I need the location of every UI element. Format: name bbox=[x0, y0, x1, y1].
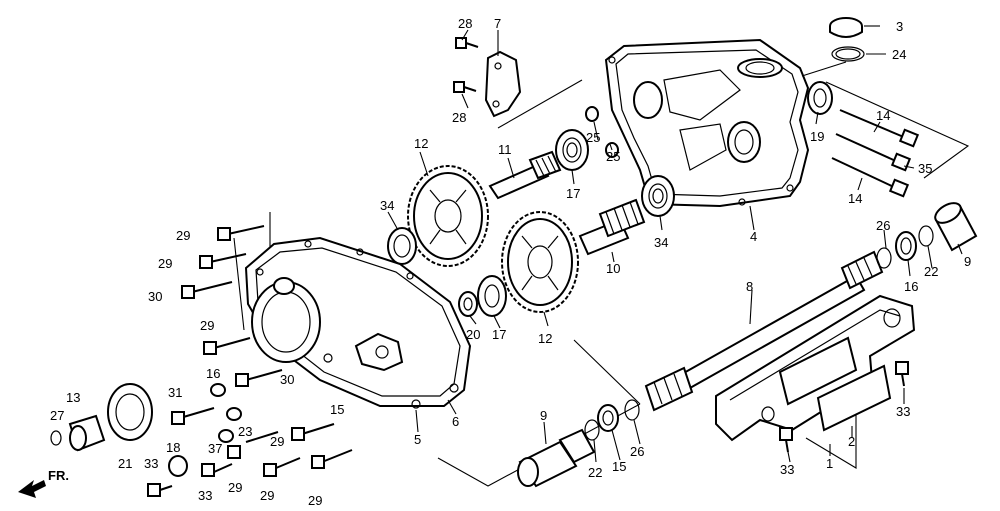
label-12-upper: 12 bbox=[414, 136, 428, 151]
label-25-upper: 25 bbox=[586, 130, 600, 145]
label-19: 19 bbox=[810, 129, 824, 144]
direction-label: FR. bbox=[48, 468, 69, 483]
circlip-27 bbox=[50, 430, 62, 446]
cover-bolts bbox=[171, 225, 353, 477]
label-17-lower: 17 bbox=[492, 327, 506, 342]
bolt-33-left bbox=[147, 483, 173, 497]
axle-shaft bbox=[644, 250, 884, 412]
label-29-c: 29 bbox=[200, 318, 214, 333]
label-34-left: 34 bbox=[380, 198, 394, 213]
label-33-right-lower: 33 bbox=[780, 462, 794, 477]
label-10: 10 bbox=[606, 261, 620, 276]
label-22-lower: 22 bbox=[588, 465, 602, 480]
bolt-28-lower bbox=[453, 81, 477, 93]
bearing-17-upper bbox=[555, 129, 589, 171]
label-25-lower: 25 bbox=[606, 149, 620, 164]
label-21: 21 bbox=[118, 456, 132, 471]
label-6: 6 bbox=[452, 414, 459, 429]
bearing-34-right bbox=[641, 175, 675, 217]
bearing-34-left bbox=[387, 227, 417, 265]
label-24: 24 bbox=[892, 47, 906, 62]
label-18: 18 bbox=[166, 440, 180, 455]
o-ring bbox=[831, 46, 865, 62]
long-bolts bbox=[831, 109, 920, 198]
assembly-leader-lines bbox=[233, 61, 970, 487]
label-leaders bbox=[387, 25, 963, 463]
gear-shaft-11 bbox=[488, 150, 562, 200]
label-11: 11 bbox=[498, 142, 512, 157]
label-33-right-upper: 33 bbox=[896, 404, 910, 419]
label-13: 13 bbox=[66, 390, 80, 405]
label-15-left: 15 bbox=[330, 402, 344, 417]
label-22-right: 22 bbox=[924, 264, 938, 279]
label-4: 4 bbox=[750, 229, 757, 244]
label-9-lower: 9 bbox=[540, 408, 547, 423]
gear-12-lower bbox=[501, 211, 579, 313]
part-labels: 28 7 28 3 24 19 14 35 14 4 12 11 17 25 2… bbox=[50, 16, 971, 508]
frame-rail bbox=[715, 294, 916, 442]
bearing-17-lower bbox=[477, 275, 507, 317]
mounting-bracket bbox=[484, 50, 522, 118]
forward-direction-arrow: FR. bbox=[18, 468, 69, 498]
dowel-pin-upper bbox=[585, 106, 599, 122]
label-14-upper: 14 bbox=[876, 108, 890, 123]
label-23: 23 bbox=[238, 424, 252, 439]
label-33-a: 33 bbox=[198, 488, 212, 503]
bolt-33-right-upper bbox=[895, 361, 909, 387]
label-29-d: 29 bbox=[270, 434, 284, 449]
label-1: 1 bbox=[826, 456, 833, 471]
label-20: 20 bbox=[466, 327, 480, 342]
label-7: 7 bbox=[494, 16, 501, 31]
label-35: 35 bbox=[918, 161, 932, 176]
lower-washer-set bbox=[584, 399, 640, 441]
transmission-cover bbox=[244, 236, 472, 409]
label-26-lower: 26 bbox=[630, 444, 644, 459]
label-15-lower: 15 bbox=[612, 459, 626, 474]
label-26-right: 26 bbox=[876, 218, 890, 233]
label-12-lower: 12 bbox=[538, 331, 552, 346]
spline-shaft-13 bbox=[68, 414, 106, 452]
oil-seal-21 bbox=[107, 383, 153, 441]
label-34-right: 34 bbox=[654, 235, 668, 250]
washer-20 bbox=[458, 291, 478, 317]
label-16-right: 16 bbox=[904, 279, 918, 294]
label-30-a: 30 bbox=[148, 289, 162, 304]
label-plate bbox=[816, 364, 892, 432]
upper-gear-case bbox=[604, 38, 810, 208]
plug-18 bbox=[168, 455, 188, 477]
label-14-lower: 14 bbox=[848, 191, 862, 206]
label-37: 37 bbox=[208, 441, 222, 456]
bolt-28-upper bbox=[455, 37, 479, 49]
bushing-9-lower bbox=[517, 428, 596, 488]
label-29-e: 29 bbox=[228, 480, 242, 495]
label-31: 31 bbox=[168, 385, 182, 400]
cap bbox=[829, 17, 863, 38]
small-washers bbox=[210, 383, 242, 443]
label-33-b: 33 bbox=[144, 456, 158, 471]
label-3: 3 bbox=[896, 19, 903, 34]
label-29-f: 29 bbox=[260, 488, 274, 503]
label-29-a: 29 bbox=[176, 228, 190, 243]
label-28-lower: 28 bbox=[452, 110, 466, 125]
right-washer-set bbox=[876, 225, 934, 269]
label-27: 27 bbox=[50, 408, 64, 423]
label-5: 5 bbox=[414, 432, 421, 447]
label-29-b: 29 bbox=[158, 256, 172, 271]
label-8: 8 bbox=[746, 279, 753, 294]
label-16-left: 16 bbox=[206, 366, 220, 381]
label-2: 2 bbox=[848, 434, 855, 449]
label-28-upper: 28 bbox=[458, 16, 472, 31]
oil-seal-19 bbox=[807, 81, 833, 115]
label-9-right: 9 bbox=[964, 254, 971, 269]
gear-12-upper bbox=[407, 165, 489, 267]
label-29-g: 29 bbox=[308, 493, 322, 508]
gear-shaft-10 bbox=[578, 198, 646, 256]
label-30-b: 30 bbox=[280, 372, 294, 387]
label-17-upper: 17 bbox=[566, 186, 580, 201]
bolt-33-right-lower bbox=[779, 427, 793, 453]
bushing-9-right bbox=[934, 202, 978, 252]
